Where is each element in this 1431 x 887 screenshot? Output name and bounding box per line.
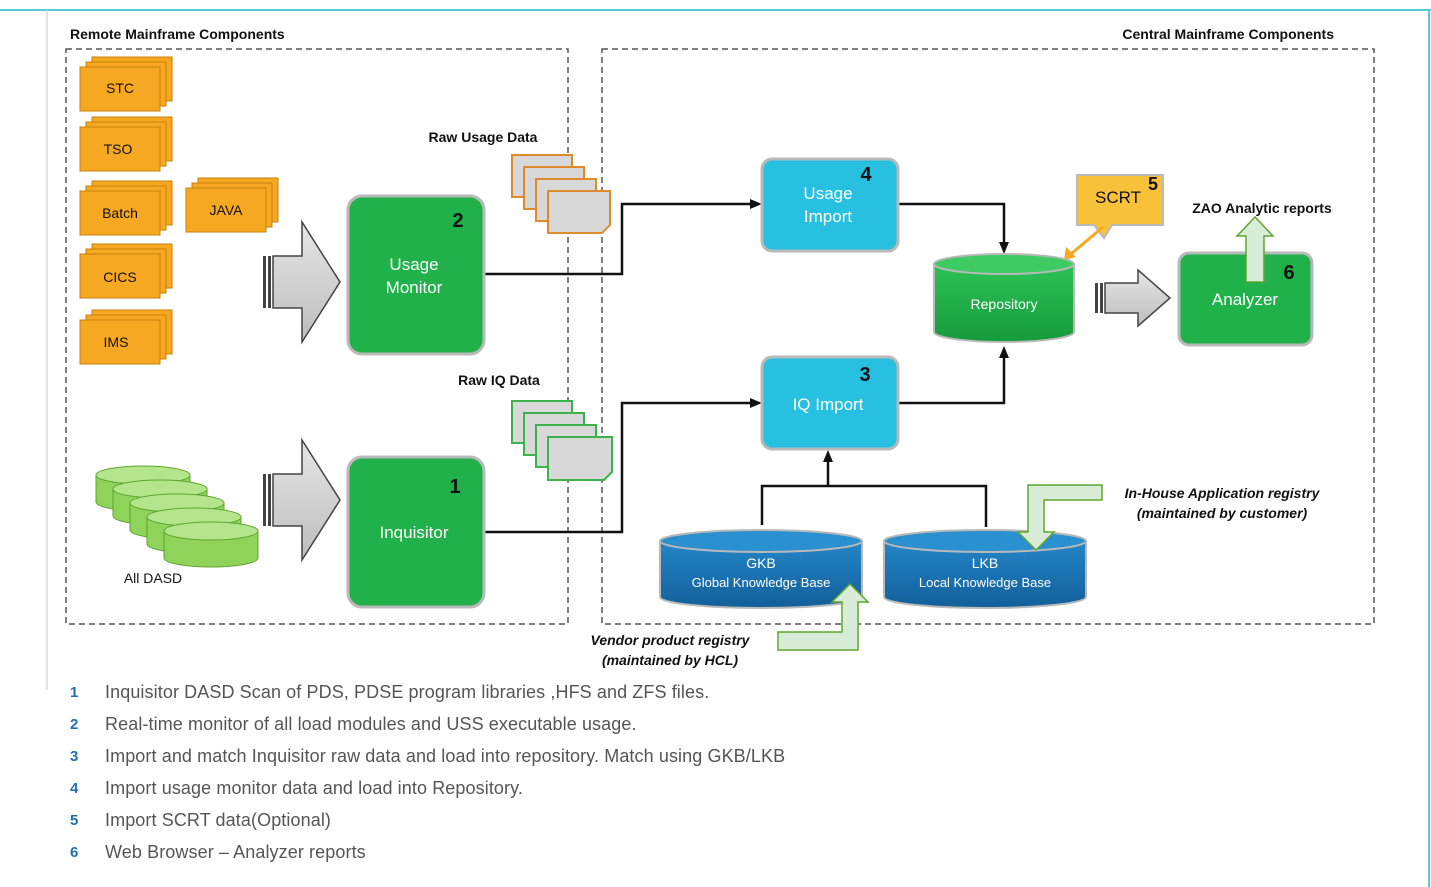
legend-number: 5 [70, 811, 79, 829]
legend-text: Import usage monitor data and load into … [105, 777, 524, 798]
lkb-cylinder: LKB Local Knowledge Base [883, 529, 1087, 609]
gkb-line2: Global Knowledge Base [692, 575, 831, 590]
lkb-line2: Local Knowledge Base [919, 575, 1051, 590]
workload-stack-batch: Batch [79, 180, 173, 236]
inquisitor-box: 1 Inquisitor [346, 455, 486, 609]
gkb-line1: GKB [746, 555, 776, 571]
flow-arrow-repository [1095, 268, 1172, 328]
outer-frame [0, 9, 1431, 887]
legend-number: 1 [70, 683, 79, 701]
legend-number: 3 [70, 747, 79, 765]
vendor-registry-line2: (maintained by HCL) [602, 652, 738, 668]
raw-iq-docs [511, 400, 613, 481]
remote-region [65, 48, 569, 625]
usage-monitor-line1: Usage [389, 255, 438, 274]
workload-stack-cics: CICS [79, 243, 173, 299]
component-number: 5 [1148, 174, 1158, 194]
component-number: 4 [860, 164, 872, 186]
raw-usage-docs [511, 154, 611, 234]
legend-number: 6 [70, 843, 79, 861]
scrt-label: SCRT [1095, 188, 1141, 207]
workload-stack-stc: STC [79, 56, 173, 112]
dasd-label: All DASD [124, 570, 182, 586]
central-region [601, 48, 1375, 625]
component-number: 2 [452, 210, 463, 232]
analyzer-label: Analyzer [1212, 290, 1278, 309]
inhouse-registry-line1: In-House Application registry [1125, 485, 1321, 501]
usage-import-line1: Usage [803, 184, 852, 203]
raw-usage-data-label: Raw Usage Data [429, 129, 538, 145]
workload-label: STC [106, 80, 134, 96]
legend-text: Web Browser – Analyzer reports [105, 841, 366, 862]
workload-stack-tso: TSO [79, 116, 173, 172]
legend-item: 6 Web Browser – Analyzer reports [70, 836, 785, 868]
reports-arrow [1235, 215, 1275, 283]
workload-label: CICS [103, 269, 136, 285]
flow-arrow-workloads [263, 219, 341, 345]
remote-region-title: Remote Mainframe Components [70, 26, 285, 42]
workload-stack-java: JAVA [185, 177, 279, 233]
raw-iq-data-label: Raw IQ Data [458, 372, 540, 388]
legend-text: Inquisitor DASD Scan of PDS, PDSE progra… [105, 681, 710, 702]
component-number: 6 [1283, 262, 1294, 284]
legend-item: 4 Import usage monitor data and load int… [70, 772, 785, 804]
legend-number: 2 [70, 715, 79, 733]
workload-label: Batch [102, 205, 138, 221]
usage-import-box: 4 Usage Import [760, 157, 900, 253]
workload-label: JAVA [210, 202, 244, 218]
workload-label: IMS [104, 334, 129, 350]
usage-monitor-box: 2 Usage Monitor [346, 194, 486, 356]
workload-stack-ims: IMS [79, 309, 173, 365]
iq-import-box: 3 IQ Import [760, 355, 900, 451]
legend-item: 2 Real-time monitor of all load modules … [70, 708, 785, 740]
flow-arrow-dasd [263, 437, 341, 563]
component-number: 1 [449, 476, 460, 498]
legend-number: 4 [70, 779, 79, 797]
repository-cylinder: Repository [933, 253, 1075, 343]
usage-import-line2: Import [804, 207, 852, 226]
legend-text: Import and match Inquisitor raw data and… [105, 745, 786, 766]
vendor-registry-line1: Vendor product registry [591, 632, 751, 648]
workload-label: TSO [104, 141, 133, 157]
inquisitor-label: Inquisitor [380, 523, 449, 542]
legend-text: Import SCRT data(Optional) [105, 809, 332, 830]
legend-item: 3 Import and match Inquisitor raw data a… [70, 740, 785, 772]
component-number: 3 [859, 364, 870, 386]
dasd-stack [95, 465, 259, 568]
lkb-line1: LKB [972, 555, 998, 571]
usage-monitor-line2: Monitor [386, 278, 443, 297]
scrt-callout: SCRT 5 [1076, 174, 1164, 240]
central-region-title: Central Mainframe Components [1122, 26, 1334, 42]
inhouse-registry-line2: (maintained by customer) [1137, 505, 1308, 521]
repository-label: Repository [971, 296, 1038, 312]
reports-label: ZAO Analytic reports [1192, 200, 1332, 216]
iq-import-label: IQ Import [793, 395, 864, 414]
legend-item: 5 Import SCRT data(Optional) [70, 804, 785, 836]
legend-item: 1 Inquisitor DASD Scan of PDS, PDSE prog… [70, 676, 785, 708]
vendor-registry-arrow [777, 582, 870, 651]
connectors [482, 199, 1009, 534]
gkb-cylinder: GKB Global Knowledge Base [659, 529, 863, 609]
legend-list: 1 Inquisitor DASD Scan of PDS, PDSE prog… [70, 676, 785, 868]
scrt-arrow [1064, 225, 1104, 260]
inhouse-registry-arrow [1016, 484, 1103, 552]
legend-text: Real-time monitor of all load modules an… [105, 713, 637, 734]
